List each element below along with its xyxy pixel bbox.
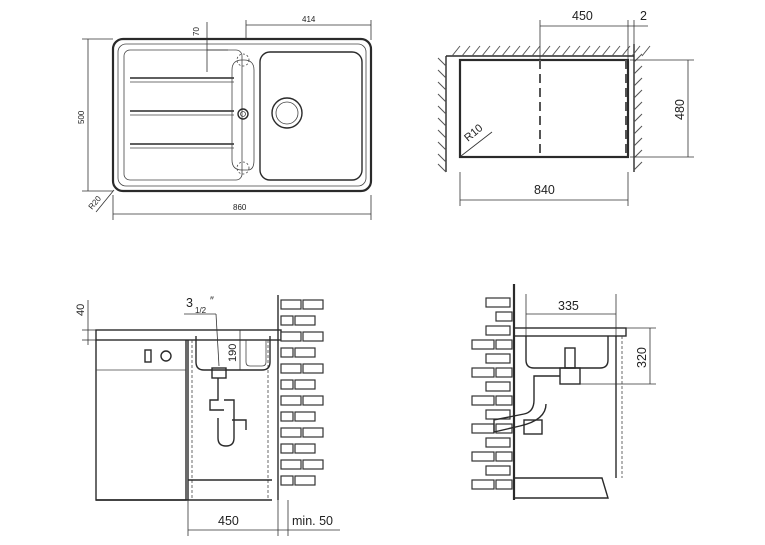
appliance-knob-1 [144,349,152,363]
bowl-drain-inner [275,101,299,125]
dim-min-wall: min. 50 [292,514,333,528]
dim-drainer-length: 414 [302,15,316,24]
sink-outer-outline [111,37,373,193]
side-installation-view: 335 320 [471,284,656,500]
side-drain-pipe [533,375,560,400]
dim-bowl-depth: 190 [227,344,239,362]
dim-bowl-width: 450 [572,9,593,23]
dim-cutout-depth: 480 [673,99,687,120]
dim-side-height: 320 [635,347,649,368]
side-siphon [493,399,547,433]
front-brick-wall [277,295,324,500]
sink-bowl [259,51,363,181]
side-drain-body [559,367,581,385]
side-sink-bowl [525,336,609,369]
sink-top-view: 414 70 500 860 R20 [77,15,373,220]
overflow-hole [237,108,249,120]
dim-depth-total: 500 [77,110,86,124]
cutout-hatch [437,44,651,173]
tap-hole-top [236,53,250,67]
left-cabinet [95,340,187,501]
worktop [95,329,282,341]
side-brick-wall [471,297,513,490]
siphon-trap [217,399,235,447]
dim-gap: 2 [640,9,647,23]
dim-cabinet-width: 450 [218,514,239,528]
bowl-drain-outer [271,97,303,129]
dim-cutout-radius: R10 [462,122,485,144]
dim-bowl-offset: 335 [558,299,579,313]
appliance-knob-2 [160,350,172,362]
front-sink-bowl [195,336,271,371]
dim-cutout-width: 840 [534,183,555,197]
sink-inner-rim [117,43,367,187]
cutout-rectangle [458,58,630,159]
dim-offset-top: 70 [192,27,201,36]
dim-drain-size-fraction: 1/2 [195,306,207,315]
dim-width-total: 860 [233,203,247,212]
drainer-area [123,49,243,181]
drain-pipe [209,378,224,411]
dim-corner-radius: R20 [87,194,104,211]
dim-drain-size-whole: 3 [186,296,193,310]
dim-worktop-height: 40 [75,304,87,316]
overflow-channel [231,59,255,171]
front-installation-view: 40 3 1/2 ″ 190 450 min. 50 [75,295,340,536]
side-worktop [513,327,627,337]
cutout-view: R10 450 2 480 840 [437,9,694,206]
side-plinth [514,477,609,499]
tap-hole-bottom [236,161,250,175]
drain-strainer [211,367,227,379]
dim-drain-size-mark: ″ [210,295,214,307]
